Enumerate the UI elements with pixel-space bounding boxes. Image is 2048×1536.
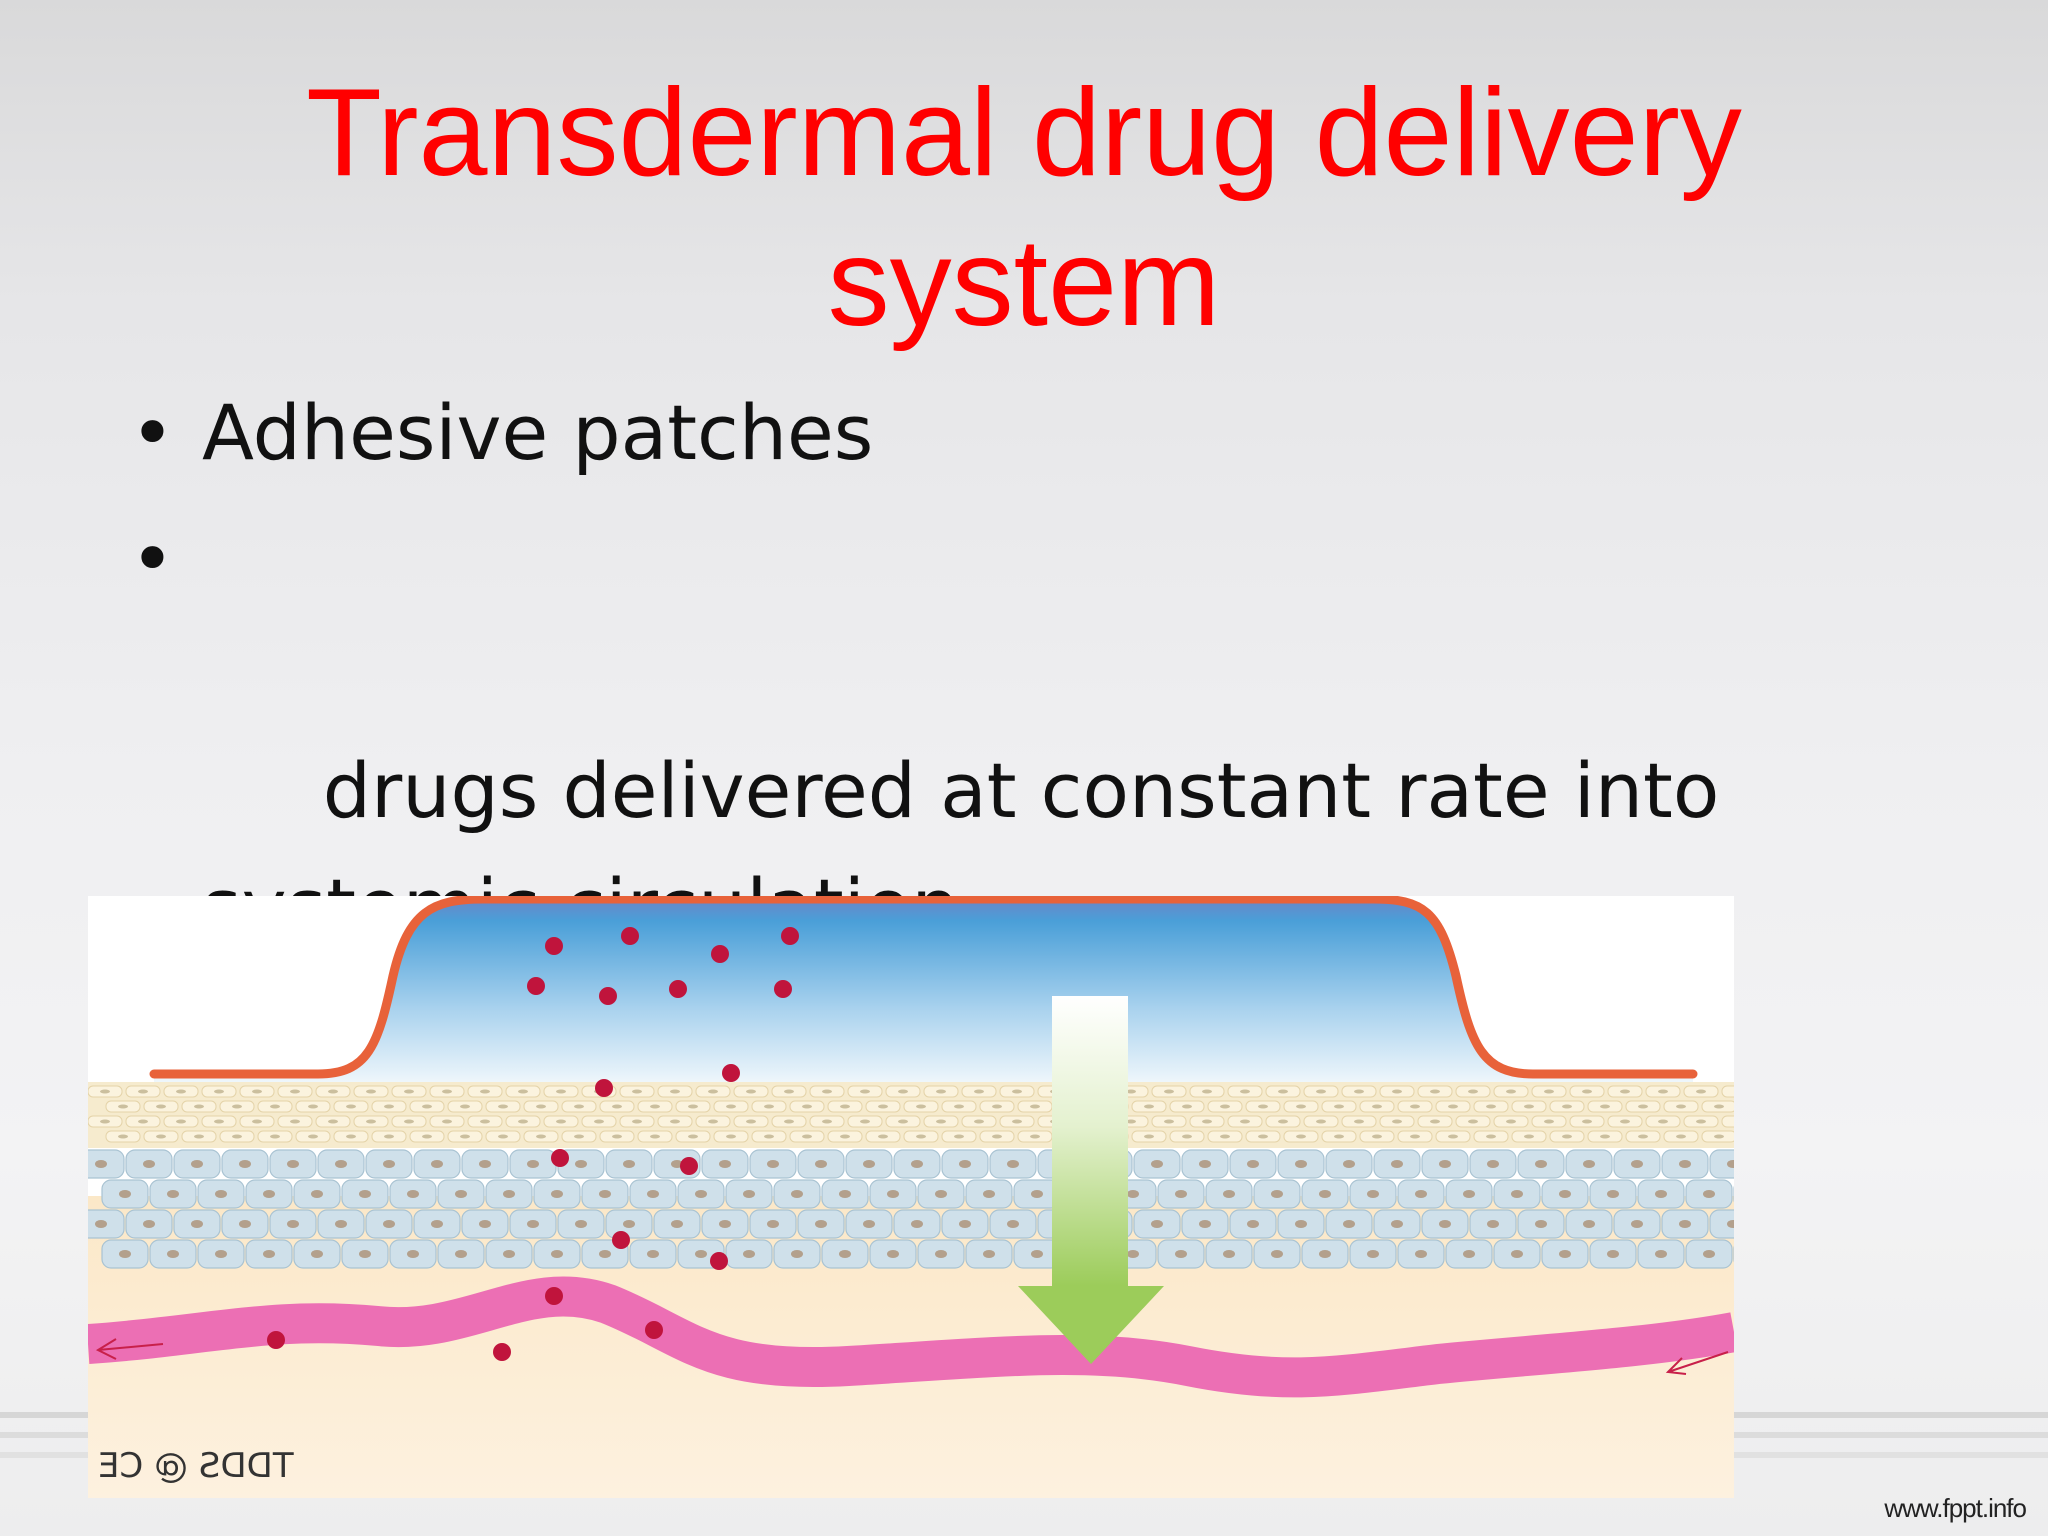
drug-particle [595,1079,613,1097]
blood-vessel [88,1276,1734,1398]
drug-particle [680,1157,698,1175]
bullet-icon: • [130,388,175,477]
drug-particles [267,927,799,1361]
drug-particle [527,977,545,995]
drug-particle [599,987,617,1005]
title-line-1: Transdermal drug delivery [306,64,1742,202]
bullet-item: • Adhesive patches [130,375,1980,491]
patch-backing [149,896,1698,1079]
drug-particle [781,927,799,945]
drug-particle [711,945,729,963]
slide-title: Transdermal drug delivery system [0,58,2048,358]
stratum-corneum-cells [88,1085,1734,1143]
drug-particle [545,937,563,955]
diffusion-arrow-icon [1018,996,1164,1364]
flow-arrow-right-icon [1665,1351,1729,1375]
drug-particle [669,980,687,998]
drug-particle [722,1064,740,1082]
drug-particle [621,927,639,945]
bullet-icon: • [130,514,175,603]
drug-particle [545,1287,563,1305]
title-line-2: system [827,214,1221,352]
drug-particle [493,1343,511,1361]
flow-arrow-left-icon [95,1338,164,1360]
tdds-illustration: TDDS @ CE [88,896,1734,1498]
drug-particle [267,1331,285,1349]
figure-caption: TDDS @ CE [98,1446,294,1486]
drug-particle [612,1231,630,1249]
footer-url: www.fppt.info [1884,1493,2027,1523]
drug-particle [551,1149,569,1167]
patch-reservoir [154,899,1693,1082]
skin-patch-diagram [88,896,1734,1498]
drug-particle [710,1252,728,1270]
bullet-text: Adhesive patches [202,388,874,477]
drug-particle [774,980,792,998]
drug-particle [645,1321,663,1339]
